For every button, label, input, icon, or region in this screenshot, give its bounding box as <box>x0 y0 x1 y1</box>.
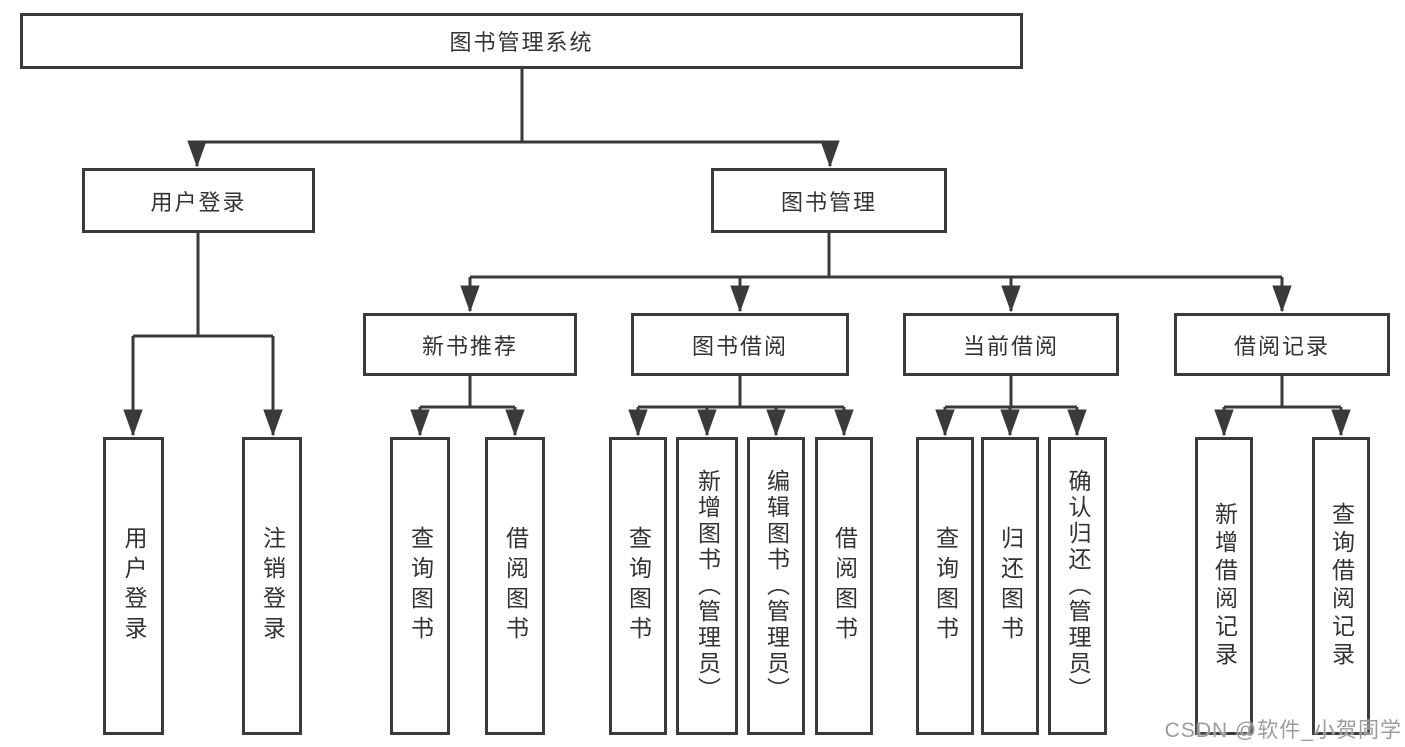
connector-root-trunk <box>197 69 830 144</box>
node-leaf-logout: 注销登录 <box>242 437 302 735</box>
node-bb-borrow-books: 借阅图书 <box>815 437 873 735</box>
node-cb-confirm-return-admin: 确认归还（管理员） <box>1048 437 1107 735</box>
node-br-query-record: 查询借阅记录 <box>1312 437 1370 735</box>
connector-book-mgmt-trunk <box>470 233 1282 279</box>
node-root: 图书管理系统 <box>20 13 1023 69</box>
node-cb-query-books: 查询图书 <box>916 437 974 735</box>
node-nb-query-books: 查询图书 <box>390 437 450 735</box>
connector-book-borrow-trunk <box>638 376 844 409</box>
node-book-borrow: 图书借阅 <box>631 313 849 376</box>
csdn-watermark: CSDN @软件_小贺同学 <box>1164 719 1402 742</box>
node-leaf-user-login: 用户登录 <box>103 437 164 735</box>
node-current-borrow: 当前借阅 <box>903 313 1119 376</box>
node-bb-query-books: 查询图书 <box>609 437 667 735</box>
connector-new-book-trunk <box>420 376 515 409</box>
node-br-add-record: 新增借阅记录 <box>1195 437 1253 735</box>
node-book-mgmt: 图书管理 <box>711 168 947 233</box>
connector-current-borrow-trunk <box>945 376 1077 409</box>
node-borrow-records: 借阅记录 <box>1174 313 1390 376</box>
node-new-book: 新书推荐 <box>363 313 577 376</box>
node-bb-edit-books-admin: 编辑图书（管理员） <box>747 437 805 735</box>
connector-user-login-trunk <box>133 233 273 338</box>
node-user-login: 用户登录 <box>82 168 315 233</box>
node-bb-add-books-admin: 新增图书（管理员） <box>676 437 738 735</box>
node-nb-borrow-books: 借阅图书 <box>485 437 545 735</box>
connector-borrow-records-trunk <box>1224 376 1341 409</box>
node-cb-return-books: 归还图书 <box>981 437 1039 735</box>
